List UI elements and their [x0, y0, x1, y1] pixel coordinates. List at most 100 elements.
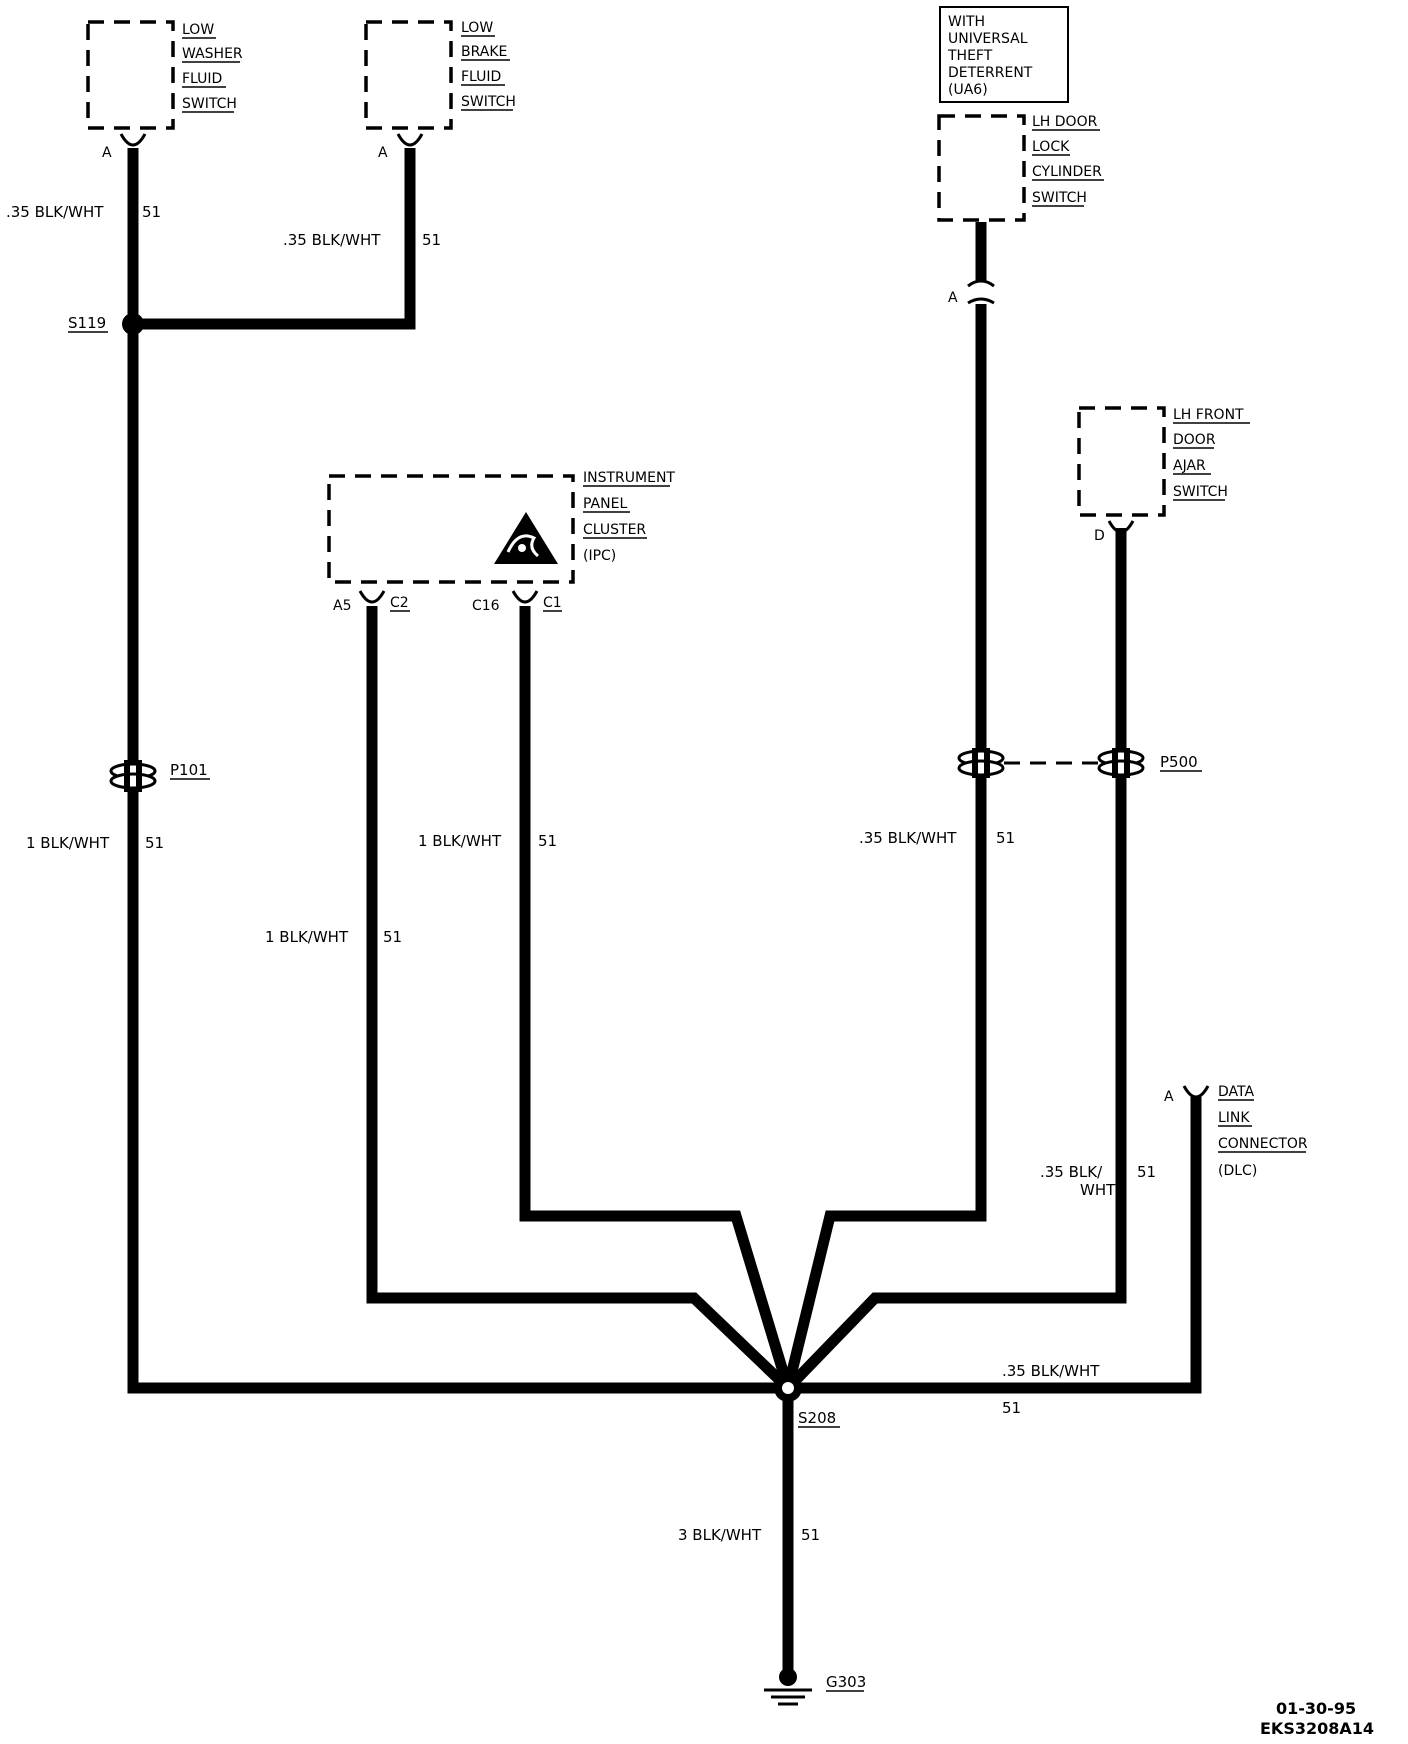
wire-gauge-ground: 3 BLK/WHT — [678, 1526, 762, 1544]
lh-front-door-switch-box — [1077, 406, 1166, 517]
wire-gauge-door-lock: .35 BLK/WHT — [859, 829, 957, 847]
wire-gauge-ipc-a5: 1 BLK/WHT — [265, 928, 349, 946]
pin-label-ipc-c1: C1 — [543, 595, 562, 611]
wire-ipc-a5 — [366, 606, 792, 1392]
low-brake-switch-box — [364, 20, 453, 130]
pin-label-ipc-c2: C2 — [390, 595, 409, 611]
low-washer-label-line: WASHER — [182, 46, 243, 62]
lh-door-lock-label-line: LH DOOR — [1032, 114, 1098, 130]
dlc-terminal-icon — [1182, 1085, 1210, 1099]
theft-note-line: (UA6) — [948, 82, 988, 98]
lh-front-door-label-line: LH FRONT — [1173, 407, 1244, 423]
wire-circuit-left-main: 51 — [145, 834, 164, 852]
p500-connector-icon-left — [957, 748, 1005, 778]
door-lock-connector-icon — [967, 279, 995, 288]
ipc-label: INSTRUMENT PANEL CLUSTER (IPC) — [583, 470, 675, 564]
s119-splice-dot — [122, 313, 144, 335]
ipc-c1-terminal-icon — [511, 590, 539, 604]
low-washer-label-line: SWITCH — [182, 96, 237, 112]
dlc-label-line: LINK — [1218, 1110, 1250, 1126]
low-washer-switch-box — [86, 20, 175, 130]
door-ajar-terminal-icon — [1107, 520, 1135, 534]
wire-gauge-washer: .35 BLK/WHT — [6, 203, 104, 221]
pin-label-dlc-a: A — [1164, 1089, 1174, 1105]
pin-label-brake-a: A — [378, 145, 388, 161]
wire-gauge-ipc-c16: 1 BLK/WHT — [418, 832, 502, 850]
pin-labels: A A A D A5 C2 C16 C1 A — [102, 145, 1174, 1105]
lh-door-lock-label: LH DOOR LOCK CYLINDER SWITCH — [1032, 114, 1102, 206]
dlc-label-line: DATA — [1218, 1084, 1254, 1100]
ipc-label-line: (IPC) — [583, 548, 616, 564]
washer-terminal-icon — [119, 133, 147, 147]
wire-circuit-ground: 51 — [801, 1526, 820, 1544]
p101-connector-icon — [109, 760, 157, 792]
pin-label-washer-a: A — [102, 145, 112, 161]
theft-note-line: WITH — [948, 14, 985, 30]
theft-note-line: UNIVERSAL — [948, 31, 1028, 47]
low-washer-label-line: LOW — [182, 22, 214, 38]
wire-dlc — [788, 1096, 1202, 1394]
pin-label-door-ajar-d: D — [1094, 528, 1105, 544]
wire-circuit-brake: 51 — [422, 231, 441, 249]
wire-ipc-c16 — [519, 606, 794, 1390]
pin-label-ipc-c16: C16 — [472, 598, 500, 614]
ipc-label-line: PANEL — [583, 496, 627, 512]
wire-gauge-left-main: 1 BLK/WHT — [26, 834, 110, 852]
dlc-label-line: CONNECTOR — [1218, 1136, 1308, 1152]
wire-gauge-dlc: .35 BLK/WHT — [1002, 1362, 1100, 1380]
lh-front-door-label-line: DOOR — [1173, 432, 1216, 448]
low-brake-label: LOW BRAKE FLUID SWITCH — [461, 20, 516, 110]
reference-labels: S119 S208 P101 P500 G303 — [68, 314, 1198, 1691]
p500-connector-icon-right — [1097, 748, 1145, 778]
low-brake-label-line: FLUID — [461, 69, 501, 85]
dlc-label: DATA LINK CONNECTOR (DLC) — [1218, 1084, 1308, 1179]
lh-door-lock-label-line: SWITCH — [1032, 190, 1087, 206]
footer: 01-30-95 EKS3208A14 — [1260, 1699, 1374, 1738]
splice-label-s208: S208 — [798, 1409, 836, 1427]
theft-note-line: DETERRENT — [948, 65, 1033, 81]
wire-gauge-door-ajar-line1: .35 BLK/ — [1040, 1163, 1103, 1181]
ipc-c2-terminal-icon — [358, 590, 386, 604]
component-boxes — [86, 6, 1166, 584]
wire-washer-to-s208 — [127, 148, 788, 1394]
wire-circuit-door-ajar: 51 — [1137, 1163, 1156, 1181]
esd-warning-icon — [494, 512, 558, 564]
door-lock-connector-icon-lower — [967, 297, 995, 305]
lh-door-lock-switch-box — [937, 114, 1026, 222]
wire-gauge-door-ajar-line2: WHT — [1080, 1181, 1116, 1199]
theft-note-line: THEFT — [947, 48, 993, 64]
pin-label-door-lock-a: A — [948, 290, 958, 306]
lh-front-door-label: LH FRONT DOOR AJAR SWITCH — [1173, 407, 1244, 500]
low-washer-label-line: FLUID — [182, 71, 222, 87]
low-brake-label-line: BRAKE — [461, 44, 507, 60]
ipc-label-line: INSTRUMENT — [583, 470, 675, 486]
low-washer-label: LOW WASHER FLUID SWITCH — [182, 22, 243, 112]
lh-door-lock-label-line: CYLINDER — [1032, 164, 1102, 180]
footer-date: 01-30-95 — [1276, 1699, 1356, 1718]
wire-circuit-dlc: 51 — [1002, 1399, 1021, 1417]
terminals — [119, 133, 1210, 1099]
label-underlines — [182, 35, 1306, 1153]
wires — [127, 148, 1202, 1675]
splice-label-s119: S119 — [68, 314, 106, 332]
inline-connectors — [109, 748, 1145, 792]
low-brake-label-line: LOW — [461, 20, 493, 36]
ipc-box — [327, 474, 575, 584]
wire-circuit-door-lock: 51 — [996, 829, 1015, 847]
reference-underlines — [68, 331, 1202, 1692]
ground-icon — [764, 1668, 812, 1706]
brake-terminal-icon — [396, 133, 424, 147]
wire-circuit-ipc-c16: 51 — [538, 832, 557, 850]
splices — [122, 313, 802, 1402]
wire-circuit-washer: 51 — [142, 203, 161, 221]
connector-label-p500: P500 — [1160, 753, 1198, 771]
ground-label-g303: G303 — [826, 1673, 866, 1691]
wire-door-ajar — [784, 528, 1127, 1392]
lh-front-door-label-line: SWITCH — [1173, 484, 1228, 500]
theft-deterrent-note: WITH UNIVERSAL THEFT DETERRENT (UA6) — [947, 14, 1033, 98]
wire-gauge-brake: .35 BLK/WHT — [283, 231, 381, 249]
wire-brake-to-s119 — [133, 148, 416, 330]
lh-front-door-label-line: AJAR — [1173, 458, 1206, 474]
theft-deterrent-note-box — [939, 6, 1069, 103]
